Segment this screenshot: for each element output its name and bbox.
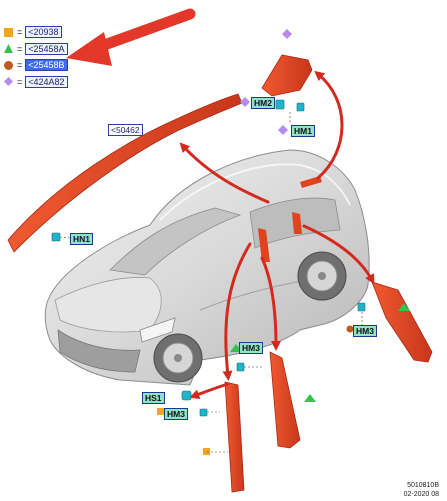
circle-icon — [4, 60, 13, 70]
label-roof-moulding[interactable]: <50462 — [108, 124, 143, 136]
label-hm2[interactable]: HM2 — [251, 97, 275, 109]
legend-row: = <424A82 — [4, 74, 68, 91]
legend-row: = <25458B — [4, 57, 68, 74]
rear-wheel — [297, 251, 347, 301]
square-icon — [4, 27, 13, 37]
callout-arrows — [179, 70, 375, 399]
legend-equals: = — [17, 60, 23, 71]
red-arrow-icon — [66, 8, 196, 66]
revision-date: 02-2020 08 — [403, 491, 439, 498]
triangle-icon — [4, 44, 13, 54]
front-pillar-trim-part — [224, 381, 245, 493]
car-roof-strip — [300, 176, 322, 188]
legend-code[interactable]: <424A82 — [25, 75, 68, 88]
front-wheel — [153, 333, 203, 383]
rear-pillar-trim-part — [371, 281, 433, 363]
legend-row: = <20938 — [4, 24, 68, 41]
legend-code[interactable]: <25458A — [25, 42, 68, 55]
legend-equals: = — [17, 27, 23, 38]
legend-code[interactable]: <25458B — [25, 59, 68, 72]
car-pillar-strip — [258, 228, 270, 262]
clip-icon — [51, 99, 366, 417]
label-hm3-bottom[interactable]: HM3 — [164, 408, 188, 420]
label-hm3-right[interactable]: HM3 — [353, 325, 377, 337]
diamond-icon — [4, 77, 13, 87]
label-hs1[interactable]: HS1 — [142, 392, 165, 404]
reference-number: 5010810B — [407, 482, 439, 489]
legend-equals: = — [17, 43, 23, 54]
legend-code[interactable]: <20938 — [25, 26, 62, 39]
legend-equals: = — [17, 76, 23, 87]
legend: = <20938 = <25458A = <25458B = <424A82 — [4, 24, 68, 90]
roof-corner-part — [261, 54, 313, 97]
label-hm3-center[interactable]: HM3 — [239, 342, 263, 354]
legend-row: = <25458A — [4, 41, 68, 58]
car-pillar-strip-2 — [292, 212, 302, 234]
car-body — [44, 149, 370, 386]
center-pillar-trim-part — [269, 351, 301, 449]
label-hm1[interactable]: HM1 — [291, 125, 315, 137]
label-hn1[interactable]: HN1 — [70, 233, 94, 245]
